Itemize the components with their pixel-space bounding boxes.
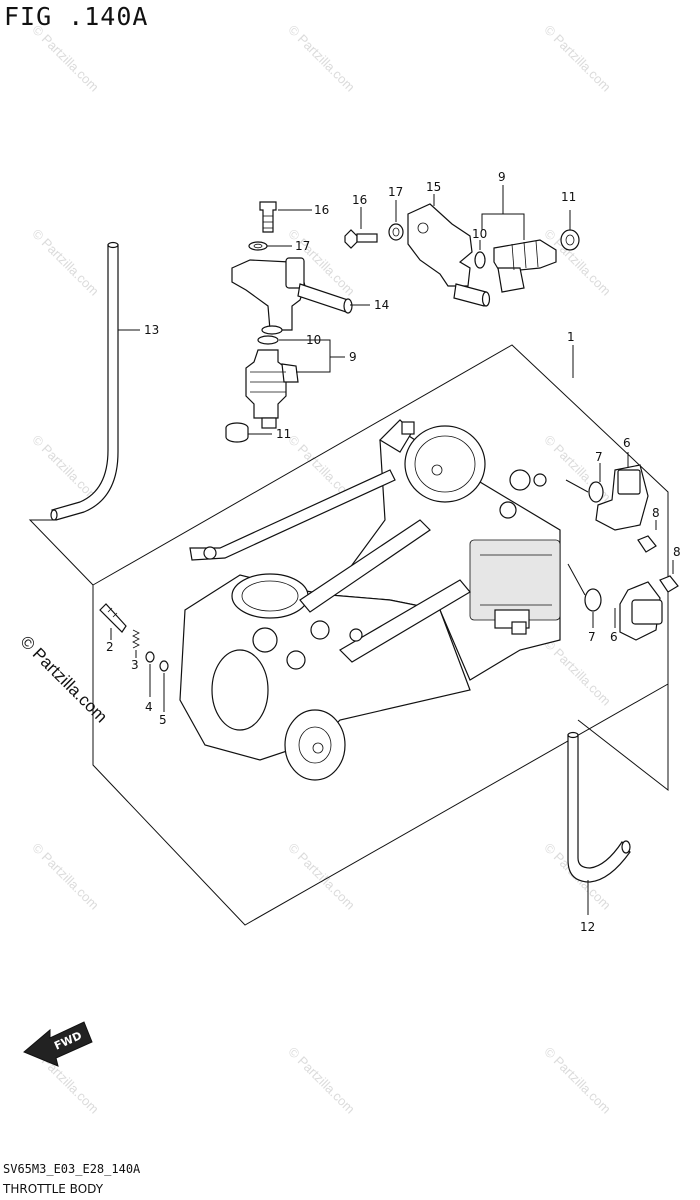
callout-6a: 6 bbox=[623, 436, 631, 450]
callout-13: 13 bbox=[144, 323, 159, 337]
o-ring-7-bottom bbox=[567, 563, 602, 628]
callout-7b: 7 bbox=[588, 630, 596, 644]
injector-9-left bbox=[245, 339, 345, 429]
cap-11-left bbox=[225, 422, 272, 443]
injector-9-right bbox=[481, 185, 557, 293]
sensor-6-top bbox=[595, 452, 649, 531]
screw-8-top bbox=[637, 520, 657, 553]
hose-12 bbox=[567, 684, 669, 915]
screw-8-bottom bbox=[659, 560, 679, 593]
callout-16a: 16 bbox=[352, 193, 367, 207]
callout-8a: 8 bbox=[652, 506, 660, 520]
callout-11a: 11 bbox=[561, 190, 576, 204]
callout-3: 3 bbox=[131, 658, 139, 672]
callout-5: 5 bbox=[159, 713, 167, 727]
callout-16b: 16 bbox=[314, 203, 329, 217]
delivery-pipe-14-left bbox=[231, 257, 370, 335]
bolt-16-right bbox=[344, 207, 378, 249]
callout-17a: 17 bbox=[388, 185, 403, 199]
cap-11-right bbox=[560, 210, 580, 251]
o-ring-7-top bbox=[565, 463, 604, 503]
callout-14: 14 bbox=[374, 298, 389, 312]
callout-12: 12 bbox=[580, 920, 595, 934]
o-ring-10-left bbox=[257, 335, 305, 345]
callout-4: 4 bbox=[145, 700, 153, 714]
hose-13 bbox=[28, 241, 140, 586]
callout-11b: 11 bbox=[276, 427, 291, 441]
callout-15: 15 bbox=[426, 180, 441, 194]
washer-17-right bbox=[388, 200, 404, 241]
bolt-16-left bbox=[259, 201, 312, 233]
figure-name: THROTTLE BODY bbox=[3, 1182, 104, 1196]
callout-10b: 10 bbox=[306, 333, 321, 347]
throttle-body-1 bbox=[179, 419, 561, 781]
callout-9b: 9 bbox=[349, 350, 357, 364]
callout-9a: 9 bbox=[498, 170, 506, 184]
spring-3 bbox=[132, 629, 140, 658]
screw-2 bbox=[99, 603, 127, 640]
delivery-pipe-15-right bbox=[407, 194, 491, 307]
callout-10a: 10 bbox=[472, 227, 487, 241]
callout-6b: 6 bbox=[610, 630, 618, 644]
figure-code: SV65M3_E03_E28_140A bbox=[3, 1162, 141, 1176]
washer-4 bbox=[145, 651, 155, 697]
callout-2: 2 bbox=[106, 640, 114, 654]
figure-title: FIG .140A bbox=[4, 2, 149, 31]
sensor-6-bottom bbox=[614, 581, 663, 641]
fwd-arrow-icon: FWD bbox=[23, 1021, 93, 1067]
callout-8b: 8 bbox=[673, 545, 681, 559]
callout-1: 1 bbox=[567, 330, 575, 344]
o-ring-10-right bbox=[474, 240, 486, 269]
o-ring-5 bbox=[159, 660, 169, 712]
callout-7a: 7 bbox=[595, 450, 603, 464]
washer-17-left bbox=[248, 241, 292, 251]
callout-17b: 17 bbox=[295, 239, 310, 253]
